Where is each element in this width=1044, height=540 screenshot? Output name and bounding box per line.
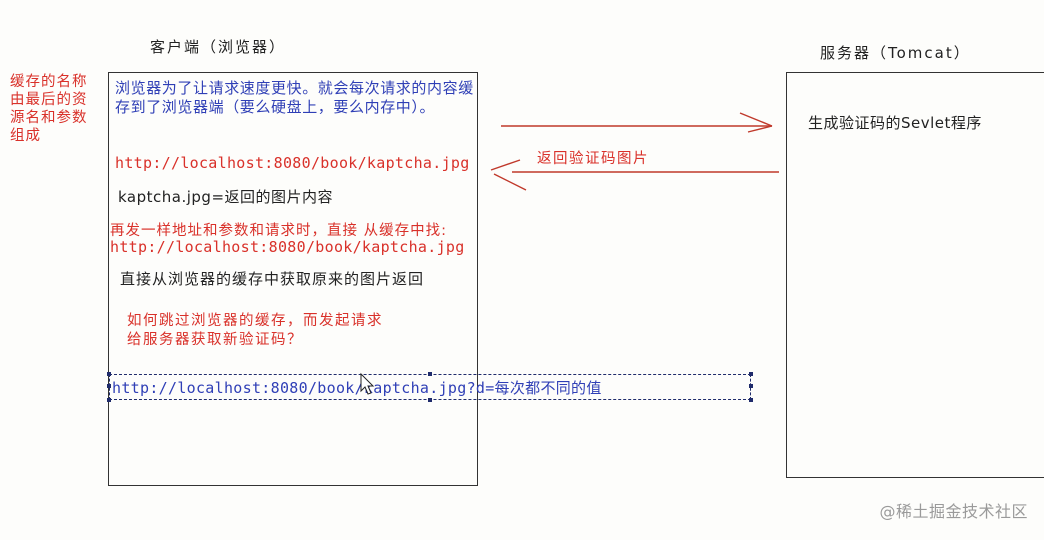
request-arrow-icon — [501, 112, 773, 133]
resize-handle[interactable] — [107, 398, 111, 402]
watermark: @稀土掘金技术社区 — [879, 502, 1028, 521]
resize-handle[interactable] — [428, 372, 432, 376]
repeat-request-note: 再发一样地址和参数和请求时，直接 从缓存中找: — [110, 223, 447, 239]
browser-cache-explanation: 浏览器为了让请求速度更快。就会每次请求的内容缓存到了浏览器端（要么硬盘上，要么内… — [115, 79, 474, 116]
server-title: 服务器（Tomcat） — [820, 44, 971, 62]
client-title: 客户端（浏览器） — [150, 38, 287, 56]
server-servlet-label: 生成验证码的Sevlet程序 — [808, 114, 982, 132]
resize-handle[interactable] — [428, 398, 432, 402]
server-box — [786, 72, 1044, 478]
resize-handle[interactable] — [107, 372, 111, 376]
mouse-cursor-icon — [360, 372, 375, 395]
cache-return-note: 直接从浏览器的缓存中获取原来的图片返回 — [120, 270, 425, 288]
resize-handle[interactable] — [107, 384, 111, 388]
resize-handle[interactable] — [749, 372, 753, 376]
response-note: kaptcha.jpg=返回的图片内容 — [118, 188, 334, 206]
resize-handle[interactable] — [749, 398, 753, 402]
response-arrow-icon — [490, 159, 779, 191]
bypass-question-line1: 如何跳过浏览器的缓存，而发起请求 — [127, 313, 383, 329]
resize-handle[interactable] — [749, 384, 753, 388]
bypass-question-line2: 给服务器获取新验证码？ — [127, 332, 303, 348]
selected-textbox[interactable] — [107, 372, 753, 402]
response-arrow-label: 返回验证码图片 — [537, 151, 649, 167]
bypass-url[interactable]: http://localhost:8080/book/kaptcha.jpg?d… — [112, 379, 602, 397]
request-url: http://localhost:8080/book/kaptcha.jpg — [115, 154, 470, 172]
client-box — [108, 72, 478, 486]
cache-name-note: 缓存的名称由最后的资源名和参数组成 — [10, 74, 88, 144]
repeat-url: http://localhost:8080/book/kaptcha.jpg — [110, 238, 465, 256]
